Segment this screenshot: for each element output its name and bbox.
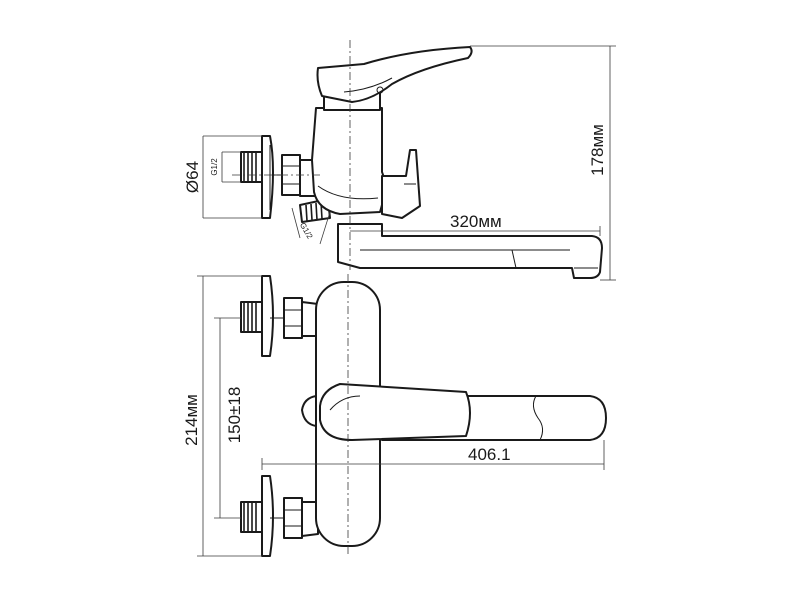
front-lever	[319, 383, 471, 441]
side-view-dimensions	[202, 45, 616, 281]
side-spout	[337, 223, 603, 279]
thread-size-top-label: G1/2	[210, 158, 219, 176]
front-diverter	[301, 395, 317, 427]
side-view	[232, 40, 603, 279]
front-lower-flange	[261, 475, 274, 557]
side-diverter	[381, 149, 421, 219]
total-height-label: 178мм	[588, 124, 607, 176]
total-depth-label: 406.1	[468, 445, 511, 464]
front-upper-thread	[240, 301, 264, 333]
center-distance-label: 150±18	[225, 387, 244, 444]
side-wall-flange	[261, 135, 274, 219]
front-upper-nut	[283, 297, 303, 339]
side-inlet-thread	[240, 151, 264, 183]
total-width-label: 214мм	[182, 394, 201, 446]
front-view	[240, 274, 607, 557]
front-view-dimensions	[197, 275, 605, 557]
front-lower-thread	[240, 501, 264, 533]
front-upper-flange	[261, 275, 274, 357]
thread-size-bottom-label: G1/2	[298, 221, 315, 241]
side-lever	[316, 46, 473, 103]
spout-length-label: 320мм	[450, 212, 502, 231]
front-lower-nut	[283, 497, 303, 539]
flange-diameter-label: Ø64	[183, 161, 202, 193]
